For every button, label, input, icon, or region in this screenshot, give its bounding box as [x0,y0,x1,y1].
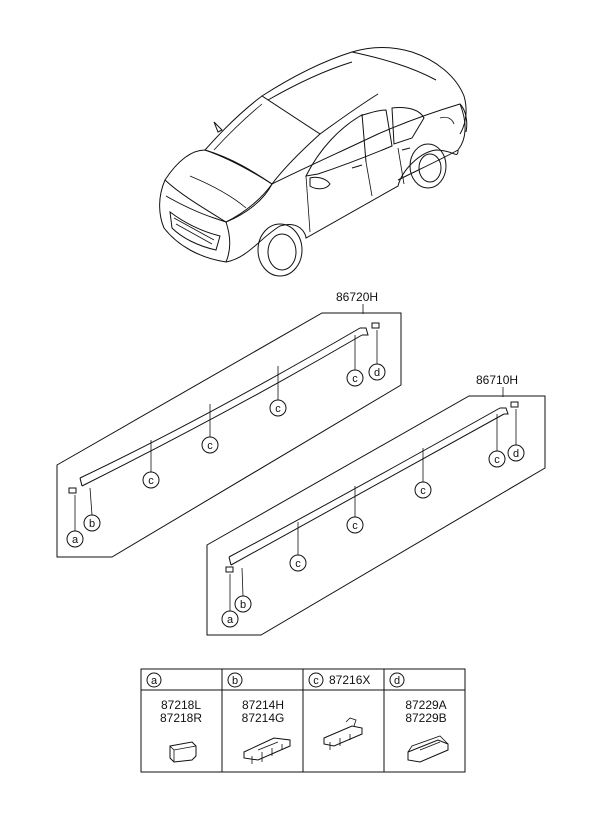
callout-c: c [269,399,287,417]
callout-label: b [89,518,95,530]
callout-c: c [488,450,506,468]
clip-a-symbol [68,487,77,494]
legend-part-number: 87214H [242,698,284,712]
callout-c: c [289,554,307,572]
legend-column-b: b 87214H 87214G [227,672,291,764]
legend-key: d [394,675,400,687]
callout-c: c [201,436,219,454]
callout-b: b [83,514,101,532]
legend-part-number: 87229B [405,711,446,725]
callout-label: a [227,614,234,626]
callout-label: d [374,367,380,379]
assembly-86710h: 86710H a b c c [206,373,546,636]
assembly-86720h: 86720H a b c c [56,290,402,558]
clip-d-icon [407,735,449,763]
clip-a-symbol [225,566,234,573]
callout-b: b [234,595,252,613]
callout-label: c [420,485,426,497]
callout-d: d [507,444,525,462]
legend-header-part-number: 87216X [329,673,370,687]
legend-part-number: 87218L [161,698,201,712]
legend-column-c: c 87216X [308,672,370,750]
assembly-part-number: 86720H [336,290,378,304]
callout-label: c [295,558,301,570]
callout-a: a [221,610,239,628]
clip-b-icon [243,737,291,764]
callout-label: c [275,403,281,415]
callout-label: a [72,534,79,546]
clip-a-icon [169,741,197,763]
callout-label: d [513,448,519,460]
clip-d-symbol [371,322,380,329]
legend-column-a: a 87218L 87218R [146,672,202,763]
legend-key: c [313,675,319,687]
legend-part-number: 87214G [242,711,285,725]
callout-c: c [346,369,364,387]
callout-c: c [346,516,364,534]
legend-part-number: 87229A [405,698,446,712]
callout-label: c [352,520,358,532]
callout-c: c [142,471,160,489]
clip-d-symbol [510,401,519,408]
legend-table: a 87218L 87218R b 87214H 87214G c [140,668,466,773]
car-illustration [159,47,468,277]
callout-label: c [207,440,213,452]
legend-key: b [232,675,238,687]
callout-label: b [240,599,246,611]
legend-column-d: d 87229A 87229B [389,672,449,763]
legend-key: a [151,675,158,687]
legend-part-number: 87218R [160,711,202,725]
callout-a: a [66,530,84,548]
callout-label: c [148,475,154,487]
clip-c-icon [323,717,363,750]
callout-c: c [414,481,432,499]
callout-label: c [494,454,500,466]
callout-label: c [352,373,358,385]
assembly-part-number: 86710H [476,373,518,387]
callout-d: d [368,363,386,381]
